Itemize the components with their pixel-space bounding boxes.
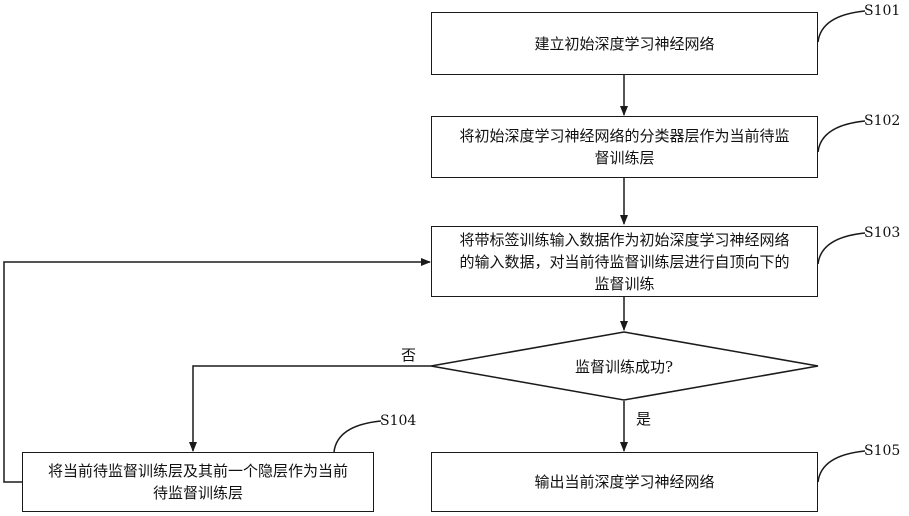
hook-s101	[818, 11, 865, 42]
step-s103-text-line2: 的输入数据，对当前待监督训练层进行自顶向下的	[459, 251, 789, 273]
step-s104-text-line2: 待监督训练层	[153, 482, 243, 504]
step-s101-box: 建立初始深度学习神经网络	[431, 12, 818, 75]
step-s103-text-line1: 将带标签训练输入数据作为初始深度学习神经网络	[459, 229, 789, 251]
branch-no-label: 否	[401, 344, 416, 365]
hook-s104	[334, 421, 381, 452]
step-s103-text-line3: 监督训练	[594, 273, 654, 295]
step-s105-label: S105	[864, 443, 900, 459]
step-s102-text-line2: 督训练层	[594, 147, 654, 169]
hook-s102	[818, 121, 865, 152]
step-s102-box: 将初始深度学习神经网络的分类器层作为当前待监 督训练层	[431, 116, 818, 178]
arrow-decision-s104	[193, 366, 431, 451]
arrow-s104-s103-loop	[4, 262, 430, 482]
decision-text: 监督训练成功?	[524, 356, 724, 377]
step-s105-text: 输出当前深度学习神经网络	[534, 471, 714, 493]
hook-s105	[818, 451, 865, 482]
branch-yes-label: 是	[636, 408, 651, 429]
step-s102-label: S102	[864, 113, 900, 129]
step-s103-box: 将带标签训练输入数据作为初始深度学习神经网络 的输入数据，对当前待监督训练层进行…	[431, 226, 818, 297]
hook-s103	[818, 233, 865, 264]
step-s105-box: 输出当前深度学习神经网络	[431, 452, 818, 512]
step-s101-text: 建立初始深度学习神经网络	[534, 33, 714, 55]
step-s101-label: S101	[864, 3, 900, 19]
step-s103-label: S103	[864, 225, 900, 241]
step-s104-label: S104	[380, 413, 416, 429]
step-s104-text-line1: 将当前待监督训练层及其前一个隐层作为当前	[48, 460, 348, 482]
step-s102-text-line1: 将初始深度学习神经网络的分类器层作为当前待监	[459, 125, 789, 147]
step-s104-box: 将当前待监督训练层及其前一个隐层作为当前 待监督训练层	[22, 452, 374, 512]
